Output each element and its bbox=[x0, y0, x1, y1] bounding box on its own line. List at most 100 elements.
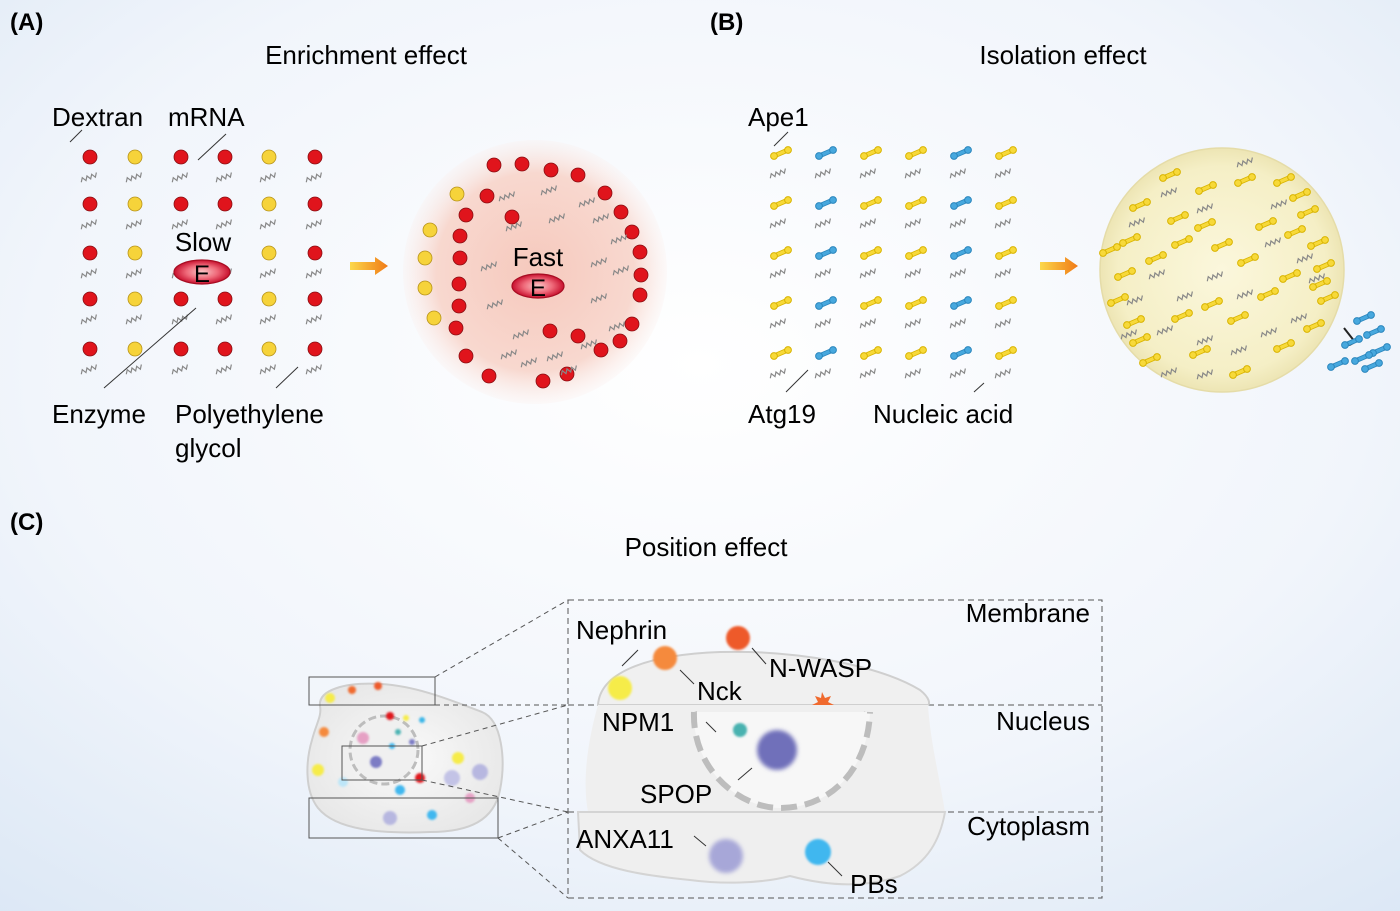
dextran-molecule bbox=[597, 185, 613, 201]
dextran-molecule bbox=[173, 149, 189, 165]
dextran-molecule bbox=[542, 323, 558, 339]
cell-condensate-dot bbox=[427, 810, 437, 820]
enzyme-fast-glyph: E bbox=[530, 275, 546, 302]
cell-condensate-dot bbox=[357, 732, 369, 744]
dextran-molecule bbox=[514, 156, 530, 172]
peg-molecule bbox=[127, 341, 143, 357]
cell-condensate-dot bbox=[415, 773, 425, 783]
peg-molecule bbox=[127, 291, 143, 307]
enzyme-slow-glyph: E bbox=[194, 261, 210, 288]
dextran-molecule bbox=[632, 244, 648, 260]
dextran-molecule bbox=[570, 167, 586, 183]
label-pbs: PBs bbox=[850, 869, 898, 899]
dextran-molecule bbox=[217, 149, 233, 165]
label-slow: Slow bbox=[175, 227, 232, 257]
dextran-molecule bbox=[307, 196, 323, 212]
dextran-molecule bbox=[173, 341, 189, 357]
dextran-molecule bbox=[612, 333, 628, 349]
zoom-view-frame bbox=[567, 599, 1103, 899]
dextran-molecule bbox=[82, 196, 98, 212]
panel-c: (C) Position effect bbox=[10, 509, 1103, 899]
cell-condensate-dot bbox=[374, 682, 382, 690]
cell-condensate-dot bbox=[472, 764, 488, 780]
cytoplasm-zoom-shape bbox=[576, 811, 947, 886]
dextran-molecule bbox=[82, 341, 98, 357]
cell-condensate-dot bbox=[452, 752, 464, 764]
cell-condensate-dot bbox=[386, 712, 394, 720]
peg-molecule bbox=[417, 250, 433, 266]
anxa11-condensate bbox=[709, 839, 743, 873]
label-dextran: Dextran bbox=[52, 102, 143, 132]
cell-condensate-dot bbox=[403, 715, 409, 721]
panel-a-title: Enrichment effect bbox=[265, 40, 468, 70]
dextran-molecule bbox=[82, 149, 98, 165]
nwasp-condensate bbox=[726, 626, 750, 650]
zoom-box-nucleus bbox=[341, 745, 423, 781]
enzyme-slow-icon bbox=[173, 259, 231, 285]
nephrin-condensate bbox=[608, 676, 632, 700]
condensate-droplet-b bbox=[1099, 147, 1345, 393]
droplet-a-contents bbox=[417, 156, 649, 389]
arrow-b-icon bbox=[1040, 257, 1078, 275]
peg-molecule bbox=[426, 310, 442, 326]
dextran-molecule bbox=[307, 341, 323, 357]
peg-molecule bbox=[127, 149, 143, 165]
dextran-molecule bbox=[624, 224, 640, 240]
cell-condensate-dot bbox=[370, 756, 382, 768]
enzyme-fast-icon bbox=[511, 273, 565, 299]
arrow-a-icon bbox=[350, 257, 388, 275]
label-nwasp: N-WASP bbox=[769, 653, 872, 683]
dextran-molecule bbox=[570, 328, 586, 344]
label-npm1: NPM1 bbox=[602, 707, 674, 737]
dextran-molecule bbox=[481, 368, 497, 384]
cell-condensate-dot bbox=[383, 811, 397, 825]
peg-molecule bbox=[422, 222, 438, 238]
label-nucleic-acid: Nucleic acid bbox=[873, 399, 1013, 429]
label-fast: Fast bbox=[513, 242, 564, 272]
dextran-molecule bbox=[479, 188, 495, 204]
condensate-droplet-a bbox=[403, 140, 667, 404]
crowded-solution-grid bbox=[79, 149, 324, 375]
cell-condensate-dot bbox=[444, 770, 460, 786]
panel-a-label: (A) bbox=[10, 9, 43, 36]
dextran-molecule bbox=[452, 250, 468, 266]
label-ape1: Ape1 bbox=[748, 102, 809, 132]
cell-condensate-dot bbox=[395, 729, 401, 735]
peg-molecule bbox=[261, 196, 277, 212]
panel-b-label: (B) bbox=[710, 9, 743, 36]
dextran-molecule bbox=[504, 209, 520, 225]
peg-molecule bbox=[261, 149, 277, 165]
panel-c-title: Position effect bbox=[625, 532, 789, 562]
cell-condensate-dot bbox=[395, 785, 405, 795]
leader-ape1 bbox=[773, 131, 789, 147]
leader-dextran bbox=[69, 129, 83, 143]
peg-molecule bbox=[417, 280, 433, 296]
dextran-molecule bbox=[458, 348, 474, 364]
label-spop: SPOP bbox=[640, 779, 712, 809]
label-atg19: Atg19 bbox=[748, 399, 816, 429]
dextran-molecule bbox=[307, 245, 323, 261]
leader-mrna bbox=[197, 133, 227, 161]
peg-molecule bbox=[127, 196, 143, 212]
leader-peg bbox=[275, 366, 299, 389]
dextran-molecule bbox=[452, 228, 468, 244]
dextran-molecule bbox=[613, 204, 629, 220]
dextran-molecule bbox=[82, 245, 98, 261]
dextran-molecule bbox=[451, 298, 467, 314]
cell-condensate-dot bbox=[338, 777, 348, 787]
label-peg-line1: Polyethylene bbox=[175, 399, 324, 429]
region-nucleus: Nucleus bbox=[996, 706, 1090, 736]
panel-b: (B) Isolation effect Ape1 Atg19 Nucleic … bbox=[710, 9, 1390, 429]
dextran-molecule bbox=[82, 291, 98, 307]
peg-molecule bbox=[261, 341, 277, 357]
dextran-molecule bbox=[217, 196, 233, 212]
dextran-molecule bbox=[173, 196, 189, 212]
label-mrna: mRNA bbox=[168, 102, 245, 132]
panel-c-leaders bbox=[621, 647, 843, 877]
cell-condensate-dot bbox=[319, 727, 329, 737]
panel-b-title: Isolation effect bbox=[979, 40, 1147, 70]
region-cytoplasm: Cytoplasm bbox=[967, 811, 1090, 841]
label-nephrin: Nephrin bbox=[576, 615, 667, 645]
